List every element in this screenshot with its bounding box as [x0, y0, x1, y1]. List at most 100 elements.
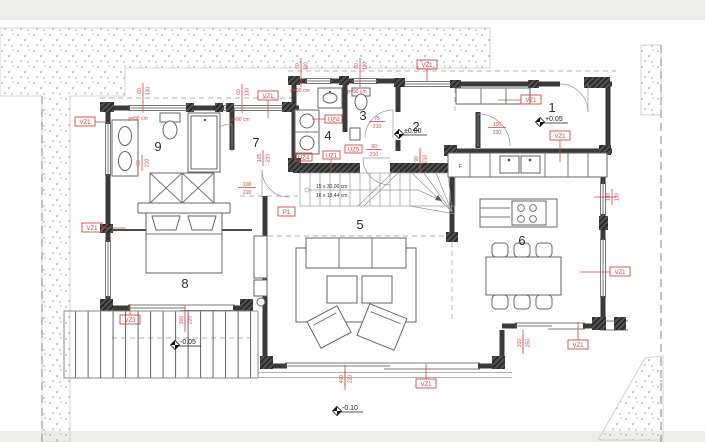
headboard: [137, 202, 231, 214]
svg-text:100: 100: [243, 182, 252, 188]
shower-inner: [190, 115, 218, 170]
window-room6-right-lower: [600, 238, 606, 298]
dining-table: [485, 256, 562, 296]
uz4-tag: UZ4: [294, 152, 313, 162]
svg-text:120: 120: [304, 62, 310, 71]
room-label-2: 2: [412, 119, 419, 134]
svg-text:UZ4: UZ4: [298, 156, 310, 162]
bedroom-cabinet: [253, 235, 268, 279]
svg-text:220: 220: [493, 130, 502, 136]
svg-text:90: 90: [371, 144, 377, 150]
svg-text:210: 210: [243, 190, 252, 196]
room-label-6: 6: [518, 233, 525, 248]
room-label-7: 7: [252, 135, 259, 150]
svg-text:VZ1: VZ1: [525, 98, 537, 104]
svg-text:UZ1: UZ1: [326, 154, 338, 160]
vz1-tag: VZ1: [81, 222, 125, 233]
svg-text:310: 310: [517, 339, 523, 348]
dining-chair: [513, 294, 531, 310]
svg-text:P1: P1: [283, 210, 291, 216]
vz1-tag: VZ1: [416, 59, 438, 82]
svg-text:210: 210: [373, 124, 382, 130]
door-arc-entry: [559, 83, 589, 113]
pillow-1: [151, 215, 181, 231]
vz3-tag: VZ3: [119, 304, 141, 325]
svg-text:VZ1: VZ1: [420, 382, 432, 388]
toilet-bowl: [162, 120, 178, 140]
coffee-table-2: [361, 275, 393, 304]
vz1-tag: VZ1: [498, 94, 542, 105]
armchair-1: [306, 305, 352, 349]
elevation-marker-deck: -0.05: [169, 339, 201, 351]
svg-text:130: 130: [146, 87, 152, 96]
uz5-tag: UZ5: [344, 144, 363, 154]
page-margin-top: [0, 0, 705, 20]
page-margin-bottom: [0, 431, 705, 442]
deck-terrace: [63, 310, 512, 379]
door-arc-corridor: [261, 169, 290, 198]
svg-text:VZ3: VZ3: [124, 318, 136, 324]
svg-text:120: 120: [363, 62, 369, 71]
svg-text:100: 100: [493, 122, 502, 128]
room-numbers: 1 2 3 4 5 6 7 8 9: [154, 100, 555, 291]
concrete-apron: [0, 27, 664, 442]
vz1-tag: VZ1: [257, 90, 279, 118]
svg-text:60: 60: [354, 63, 360, 69]
elevation-marker-terrace: -0.10: [331, 405, 363, 417]
svg-text:75: 75: [374, 116, 380, 122]
svg-text:105: 105: [257, 154, 263, 163]
svg-text:VZ1: VZ1: [421, 63, 433, 69]
svg-text:130: 130: [615, 193, 621, 202]
pillow-2: [187, 215, 217, 231]
dining-chair: [491, 294, 509, 310]
armchair-2: [356, 303, 408, 351]
svg-text:300: 300: [179, 316, 185, 325]
bedroom-furniture: [137, 172, 268, 307]
dining-chair: [491, 242, 509, 258]
room-label-1: 1: [548, 100, 555, 115]
p1-tag: P1: [277, 206, 296, 217]
svg-text:60: 60: [295, 63, 301, 69]
kitchen-sink-left: [499, 155, 520, 174]
svg-text:60: 60: [136, 160, 142, 166]
dining-chair: [535, 242, 553, 258]
uz4-tag: UZ4: [312, 114, 343, 124]
wall-piers: [100, 76, 626, 369]
vz1-tag: VZ1: [549, 130, 571, 162]
svg-text:VZ1: VZ1: [554, 134, 566, 140]
sliding-door-living: [285, 362, 480, 370]
svg-text:VZ1: VZ1: [262, 94, 274, 100]
cooktop: [511, 200, 547, 226]
vz1-tag: VZ1: [580, 266, 631, 277]
svg-text:90: 90: [414, 156, 420, 162]
door-arc-room3: [364, 109, 394, 139]
bedroom-stool: [256, 297, 266, 307]
dim-parapet: p=90 cm: [347, 89, 366, 95]
vz1-tag: VZ1: [415, 364, 437, 389]
dim-parapet: p=90 cm: [230, 117, 249, 123]
svg-text:VZ1: VZ1: [572, 343, 584, 349]
svg-text:400: 400: [339, 375, 345, 384]
room-label-4: 4: [324, 128, 331, 143]
svg-text:220: 220: [348, 375, 354, 384]
window-room9-top: [128, 105, 188, 111]
svg-text:60: 60: [236, 89, 242, 95]
svg-text:60: 60: [137, 88, 143, 94]
washer-drum: [299, 113, 315, 129]
utility-fixtures: [294, 87, 371, 155]
